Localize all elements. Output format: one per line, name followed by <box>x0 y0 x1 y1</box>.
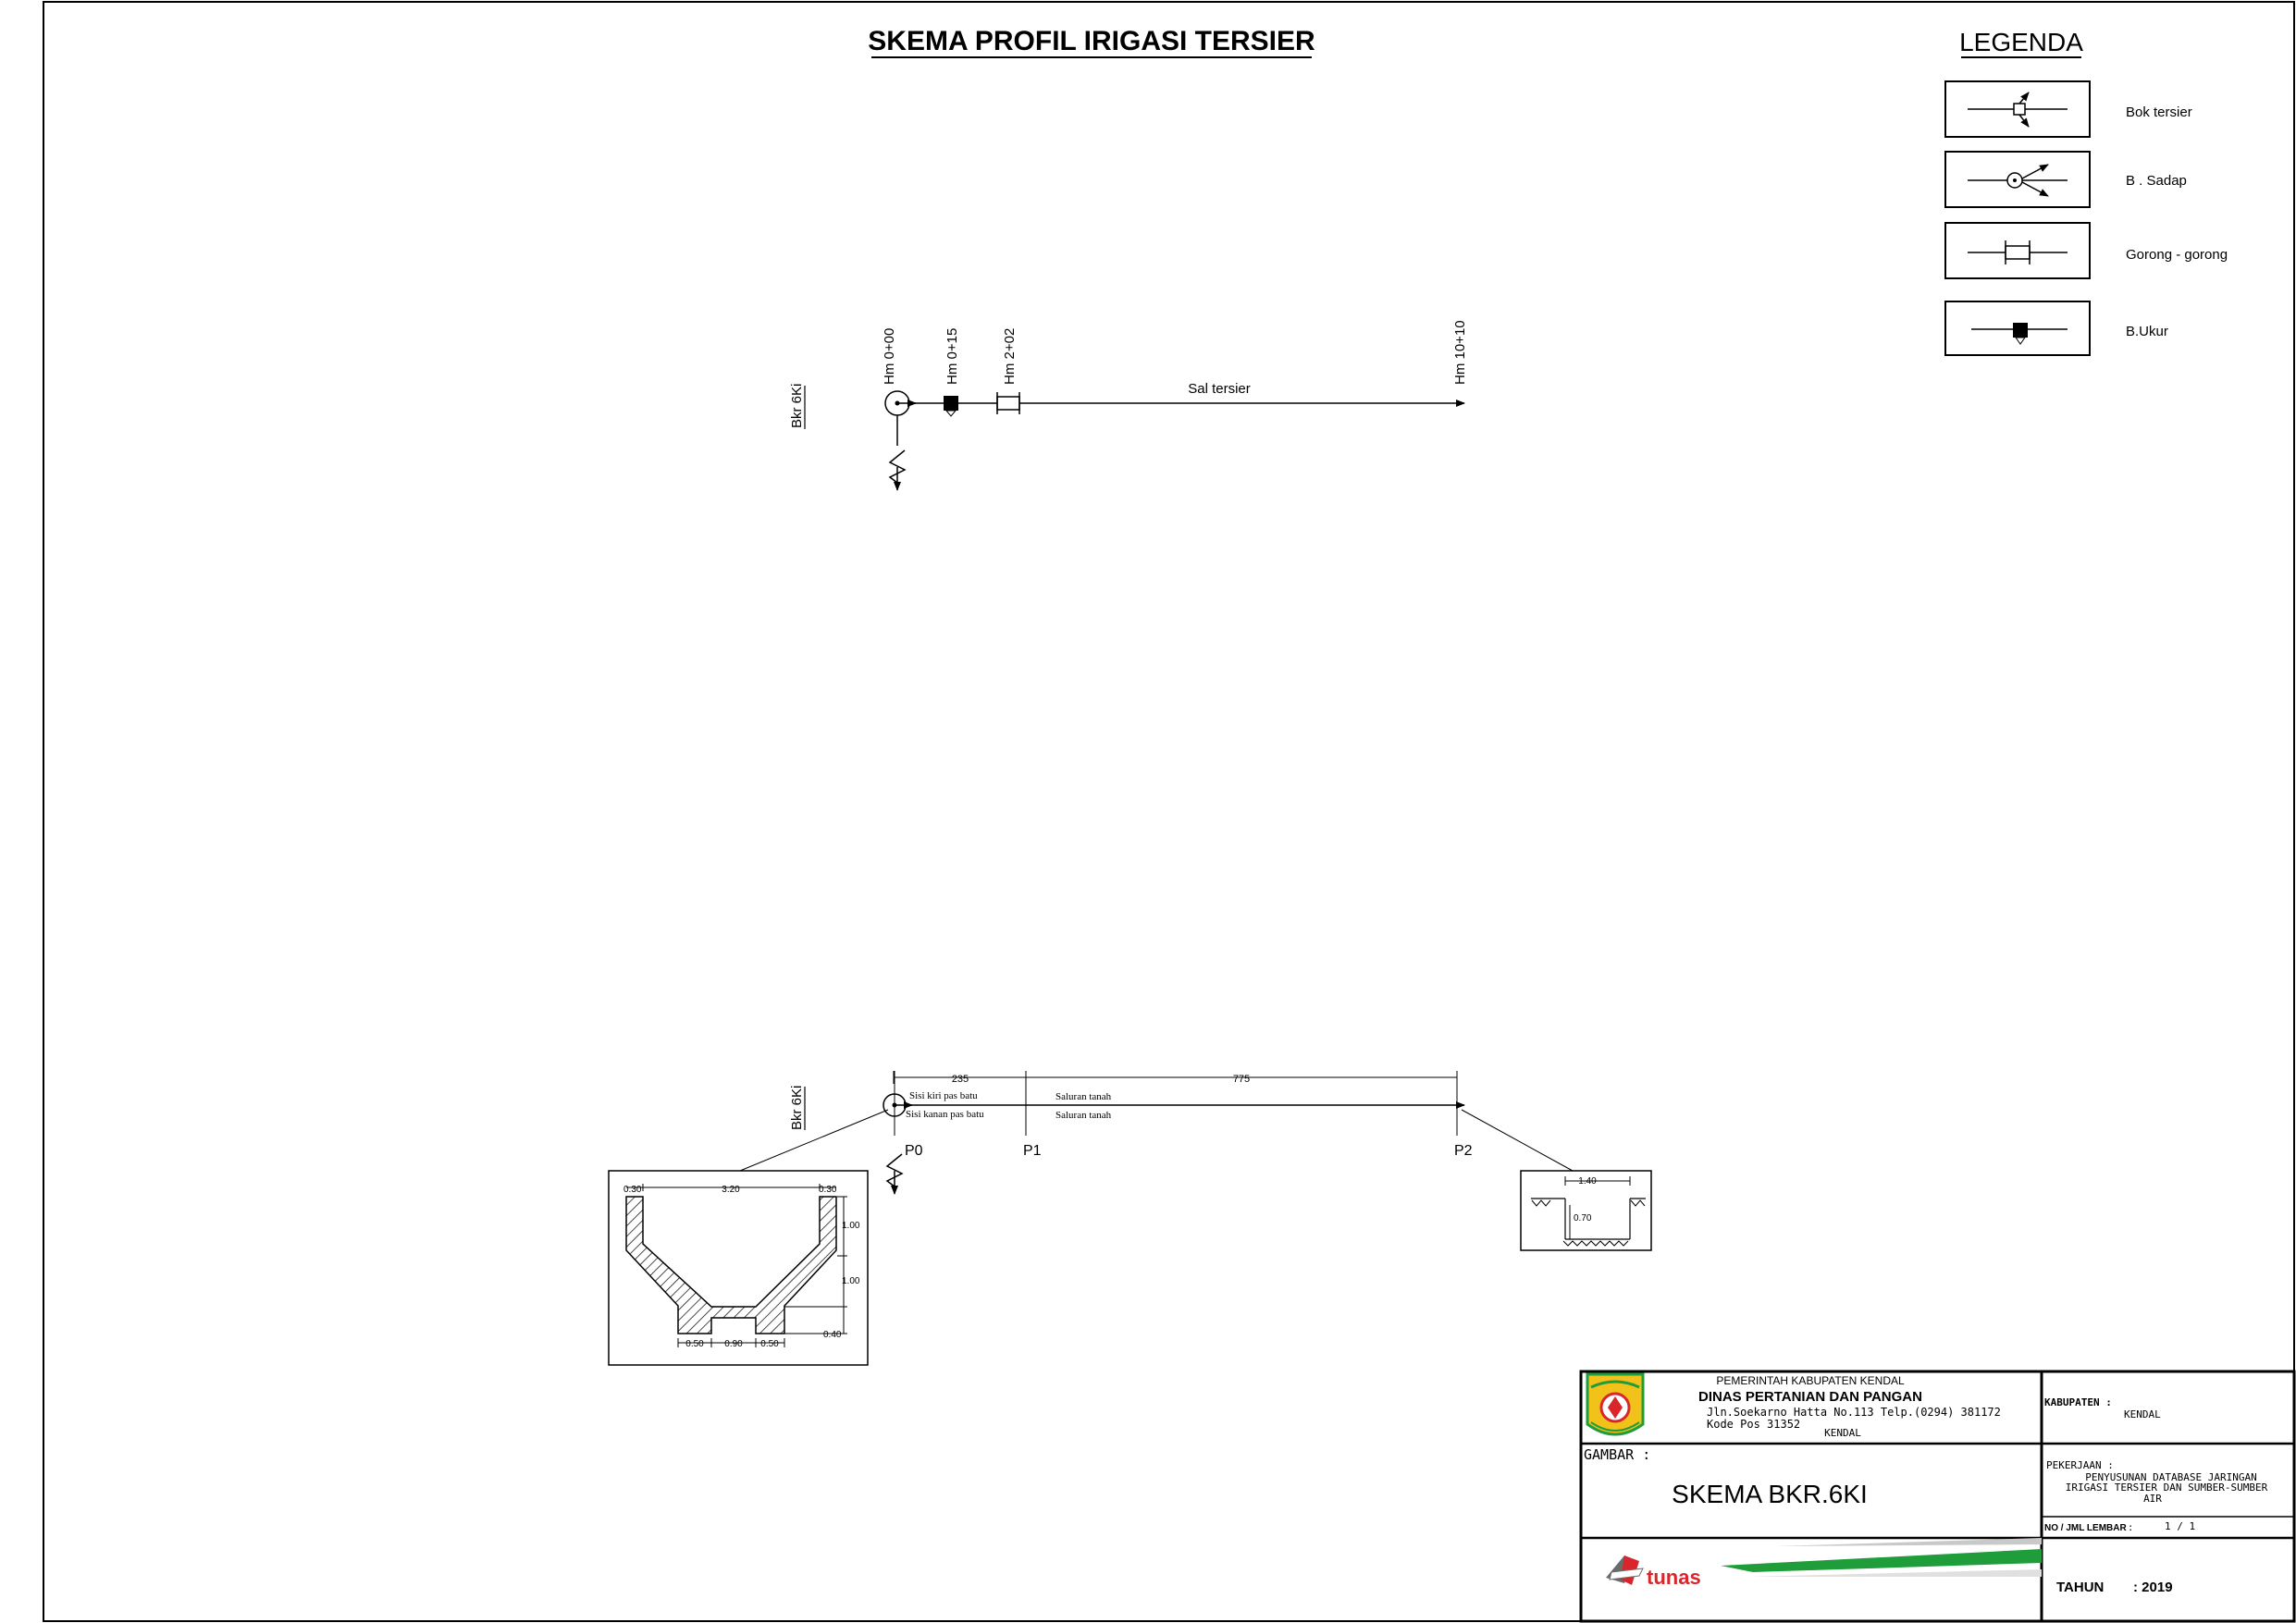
bank-right-segment-1: Sisi kanan pas batu <box>906 1109 984 1120</box>
kabupaten-value: KENDAL <box>2124 1408 2161 1420</box>
legend-label-gorong-gorong: Gorong - gorong <box>2126 247 2228 263</box>
pekerjaan-line-2: IRIGASI TERSIER DAN SUMBER-SUMBER <box>2066 1482 2268 1494</box>
legend-item-b-ukur: B.Ukur <box>1944 301 2168 356</box>
bank-right-segment-2: Saluran tanah <box>1055 1110 1112 1121</box>
bangunan-sadap-symbol-icon <box>1968 164 2068 197</box>
dim-height-lower: 1.00 <box>842 1276 860 1286</box>
kendal-emblem-logo <box>1586 1372 1645 1436</box>
consultant-logo-text: tunas <box>1647 1566 1701 1589</box>
sheet-border <box>43 1 2295 1622</box>
dim-top-width: 3.20 <box>722 1185 740 1195</box>
sheet-number-value: 1 / 1 <box>2165 1520 2195 1532</box>
channel-label: Sal tersier <box>1188 381 1251 397</box>
legend-item-b-sadap: B . Sadap <box>1944 151 2187 208</box>
legend-label-b-sadap: B . Sadap <box>2126 173 2187 189</box>
dim-wall-right: 0.30 <box>819 1185 837 1195</box>
tertiary-scheme: Bkr 6Ki Sal tersier Hm 0+00 Hm 0+15 <box>789 320 1468 491</box>
legend: LEGENDA Bok tersier B . Sadap <box>1944 28 2228 356</box>
dim-foot-left: 0.50 <box>685 1339 704 1349</box>
dim-earth-depth: 0.70 <box>1574 1213 1592 1223</box>
profile-dimension-1: 235 <box>952 1074 969 1085</box>
agency-line-1: PEMERINTAH KABUPATEN KENDAL <box>1716 1374 1905 1387</box>
agency-address: Jln.Soekarno Hatta No.113 Telp.(0294) 38… <box>1707 1406 2001 1419</box>
station-label-hm-0-15: Hm 0+15 <box>944 328 960 385</box>
kabupaten-label: KABUPATEN : <box>2044 1396 2112 1408</box>
bangunan-ukur-symbol-icon <box>1971 323 2068 345</box>
dim-base-thickness: 0.40 <box>823 1330 842 1340</box>
bank-left-segment-1: Sisi kiri pas batu <box>909 1090 978 1101</box>
dim-foot-right: 0.50 <box>760 1339 779 1349</box>
ground-symbol-bottom-icon <box>1562 1240 1629 1247</box>
tahun-value: : 2019 <box>2133 1580 2173 1595</box>
long-profile: Bkr 6Ki 235 775 Sisi kiri pas batu Sisi … <box>739 1071 1574 1195</box>
tunas-logo-icon <box>1606 1555 1644 1585</box>
pekerjaan-line-3: AIR <box>2143 1493 2162 1505</box>
agency-city: KENDAL <box>1824 1427 1861 1439</box>
cross-section-lined: 0.30 3.20 0.30 1.00 1.00 0.40 0.50 0.90 … <box>608 1170 869 1366</box>
pekerjaan-label: PEKERJAAN : <box>2046 1459 2114 1471</box>
station-label-hm-10-10: Hm 10+10 <box>1452 320 1468 385</box>
profile-inflow-arrow-icon <box>885 1153 904 1195</box>
measuring-structure-icon <box>944 396 958 417</box>
cross-section-earth: 1.40 0.70 <box>1520 1170 1652 1251</box>
drawing-name: SKEMA BKR.6KI <box>1672 1480 1868 1508</box>
dim-bottom-width: 0.90 <box>724 1339 743 1349</box>
tahun-label: TAHUN <box>2056 1580 2104 1595</box>
profile-dimension-2: 775 <box>1233 1074 1250 1085</box>
gambar-label: GAMBAR : <box>1584 1446 1650 1463</box>
agency-line-2: DINAS PERTANIAN DAN PANGAN <box>1698 1389 1922 1405</box>
gorong-gorong-symbol-icon <box>1968 240 2068 264</box>
ground-symbol-left-icon <box>1531 1199 1551 1207</box>
dim-height-upper: 1.00 <box>842 1221 860 1231</box>
bok-tersier-symbol-icon <box>1968 92 2068 128</box>
dim-wall-left: 0.30 <box>623 1185 642 1195</box>
sadap-structure-icon <box>884 390 917 446</box>
culvert-icon <box>996 392 1020 414</box>
profile-branch-label: Bkr 6Ki <box>789 1086 805 1130</box>
scheme-branch-label: Bkr 6Ki <box>789 384 805 428</box>
page-title: SKEMA PROFIL IRIGASI TERSIER <box>868 26 1315 56</box>
leader-to-earth-section <box>1461 1109 1574 1172</box>
station-label-hm-2-02: Hm 2+02 <box>1002 328 1018 385</box>
pekerjaan-line-1: PENYUSUNAN DATABASE JARINGAN <box>2085 1471 2256 1483</box>
legend-item-bok-tersier: Bok tersier <box>1944 80 2192 138</box>
inflow-arrow-icon <box>888 449 907 491</box>
legend-title: LEGENDA <box>1959 28 2083 56</box>
ground-symbol-right-icon <box>1630 1199 1646 1207</box>
bank-left-segment-2: Saluran tanah <box>1055 1091 1112 1102</box>
point-label-p2: P2 <box>1454 1143 1473 1159</box>
leader-to-lined-section <box>739 1109 889 1172</box>
point-label-p1: P1 <box>1023 1143 1042 1159</box>
consultant-logo: tunas <box>1606 1538 2042 1589</box>
point-label-p0: P0 <box>905 1143 923 1159</box>
sheet-number-label: NO / JML LEMBAR : <box>2044 1523 2132 1533</box>
dim-earth-top-width: 1.40 <box>1578 1176 1597 1187</box>
title-block: PEMERINTAH KABUPATEN KENDAL DINAS PERTAN… <box>1579 1370 2296 1623</box>
legend-label-bok-tersier: Bok tersier <box>2126 105 2192 120</box>
station-label-hm-0-00: Hm 0+00 <box>882 328 897 385</box>
agency-postcode: Kode Pos 31352 <box>1707 1418 1800 1431</box>
legend-label-b-ukur: B.Ukur <box>2126 324 2168 339</box>
legend-item-gorong-gorong: Gorong - gorong <box>1944 222 2228 279</box>
